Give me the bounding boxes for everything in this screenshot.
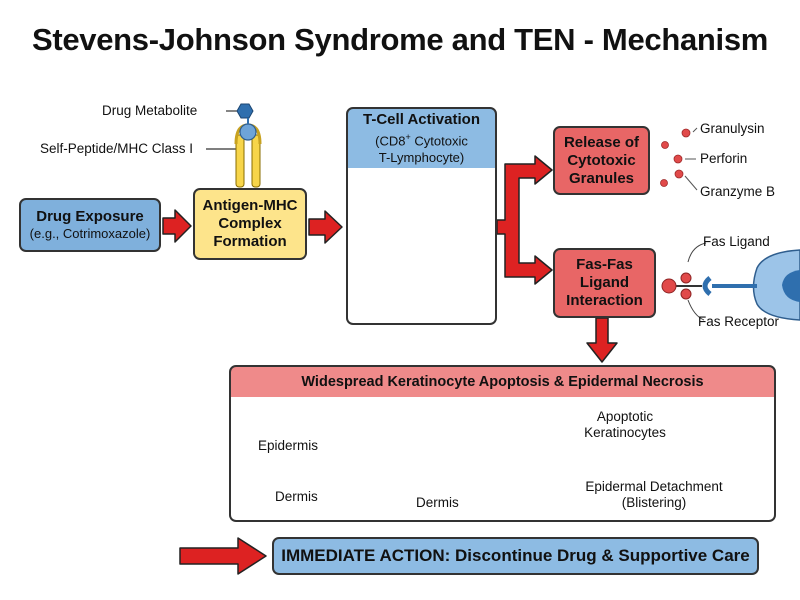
granule-dots [660,127,698,191]
arrow-antigen-to-tcell [308,210,343,244]
antigen-mhc-line3: Formation [213,233,287,250]
arrow-to-action [179,537,267,575]
fas-receptor-label: Fas Receptor [698,314,780,329]
mhc-receptor-icon [206,103,262,188]
apoptosis-panel-body [229,397,776,522]
arrow-fas-to-panel [586,317,618,363]
perforin-label: Perforin [700,151,748,166]
fas-line3: Interaction [566,292,643,309]
antigen-mhc-line1: Antigen-MHC [202,197,298,214]
page-title: Stevens-Johnson Syndrome and TEN - Mecha… [31,22,769,57]
drug-exposure-subtitle: (e.g., Cotrimoxazole) [29,226,151,241]
fas-ligand-label: Fas Ligand [703,234,770,249]
immediate-action-box: IMMEDIATE ACTION: Discontinue Drug & Sup… [272,537,759,575]
drug-exposure-box: Drug Exposure (e.g., Cotrimoxazole) [19,198,161,252]
arrow-tcell-to-branches [496,155,553,285]
apoptotic-keratinocytes-label: Apoptotic Keratinocytes [584,409,666,440]
tcell-title: T-Cell Activation [363,111,480,129]
antigen-mhc-line2: Complex [218,215,282,232]
arrow-drug-to-antigen [162,209,192,243]
tcell-activation-header: T-Cell Activation (CD8+ Cytotoxic T-Lymp… [346,107,497,170]
drug-metabolite-label: Drug Metabolite [102,103,198,118]
self-peptide-label: Self-Peptide/MHC Class I [40,141,194,156]
tcell-activation-body [346,168,497,325]
release-line3: Granules [568,169,635,187]
fas-line2: Ligand [579,274,630,291]
fas-ligand-receptor-icon [661,242,800,321]
tcell-line2: (CD8+ Cytotoxic [375,132,468,149]
granulysin-label: Granulysin [700,121,765,136]
antigen-mhc-box: Antigen-MHC Complex Formation [193,188,307,260]
epidermal-detachment-label: Epidermal Detachment (Blistering) [585,479,723,510]
arrows [162,155,618,575]
dermis-inner-label: Dermis [416,495,459,510]
release-granules-box: Release of Cytotoxic Granules [553,126,650,195]
epidermis-label: Epidermis [258,438,319,453]
apoptosis-panel-title: Widespread Keratinocyte Apoptosis & Epid… [301,374,704,390]
drug-exposure-title: Drug Exposure [36,208,144,225]
apoptosis-panel-header: Widespread Keratinocyte Apoptosis & Epid… [229,365,776,399]
release-line1: Release of [563,133,640,151]
tcell-line3: T-Lymphocyte) [378,149,465,165]
fas-line1: Fas-Fas [576,256,633,273]
dermis-label: Dermis [275,489,318,504]
granzyme-b-label: Granzyme B [700,184,776,199]
fas-interaction-box: Fas-Fas Ligand Interaction [553,248,656,318]
release-line2: Cytotoxic [567,151,636,169]
